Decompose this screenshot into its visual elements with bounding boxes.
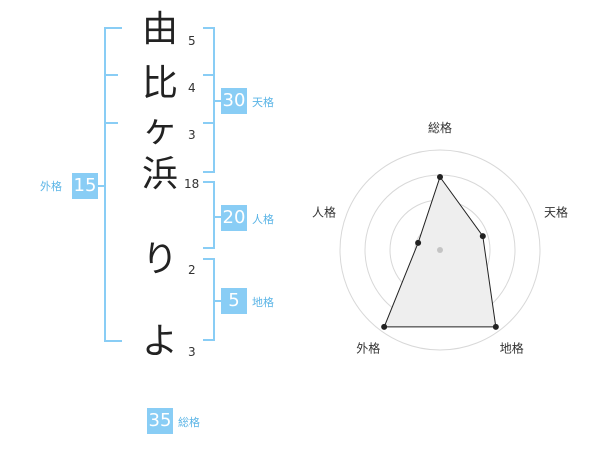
soukaku-value-box: 35 bbox=[147, 408, 173, 434]
stroke-count-5: 2 bbox=[188, 263, 196, 277]
radar-point-3 bbox=[381, 323, 388, 330]
radar-point-2 bbox=[492, 323, 499, 330]
tenkaku-label: 天格 bbox=[252, 96, 274, 109]
name-char-6: よ bbox=[141, 321, 178, 362]
tenkaku-value-box: 30 bbox=[221, 88, 247, 114]
stroke-count-6: 3 bbox=[188, 345, 196, 359]
gaikaku-value-box: 15 bbox=[72, 173, 98, 199]
radar-points bbox=[381, 174, 499, 330]
gaikaku-label: 外格 bbox=[40, 180, 62, 193]
jinkaku-label: 人格 bbox=[252, 213, 274, 226]
name-char-1: 由 bbox=[141, 9, 178, 50]
radar-point-4 bbox=[415, 239, 422, 246]
jinkaku-bracket bbox=[203, 181, 215, 249]
radar-axis-label-4: 人格 bbox=[312, 204, 336, 219]
radar-ring-4 bbox=[339, 149, 541, 351]
radar-axis-label-2: 地格 bbox=[500, 341, 524, 356]
gaikaku-bracket bbox=[104, 27, 122, 342]
stroke-count-3: 3 bbox=[188, 128, 196, 142]
radar-axis-label-0: 総格 bbox=[428, 120, 452, 135]
stroke-count-2: 4 bbox=[188, 81, 196, 95]
radar-point-1 bbox=[479, 233, 486, 240]
stroke-count-4: 18 bbox=[184, 177, 200, 191]
radar-axis-label-1: 天格 bbox=[544, 204, 568, 219]
name-char-4: 浜 bbox=[141, 154, 178, 195]
radar-point-0 bbox=[437, 174, 443, 180]
radar-center-dot bbox=[437, 247, 443, 253]
soukaku-label: 総格 bbox=[178, 416, 200, 429]
name-char-5: り bbox=[141, 239, 178, 280]
name-char-2: 比 bbox=[141, 63, 178, 104]
chikaku-value-box: 5 bbox=[221, 288, 247, 314]
chikaku-label: 地格 bbox=[252, 296, 274, 309]
name-char-3: ヶ bbox=[141, 109, 178, 150]
chikaku-bracket bbox=[203, 258, 215, 341]
stroke-count-1: 5 bbox=[188, 34, 196, 48]
jinkaku-value-box: 20 bbox=[221, 205, 247, 231]
radar-axis-label-3: 外格 bbox=[356, 341, 380, 356]
